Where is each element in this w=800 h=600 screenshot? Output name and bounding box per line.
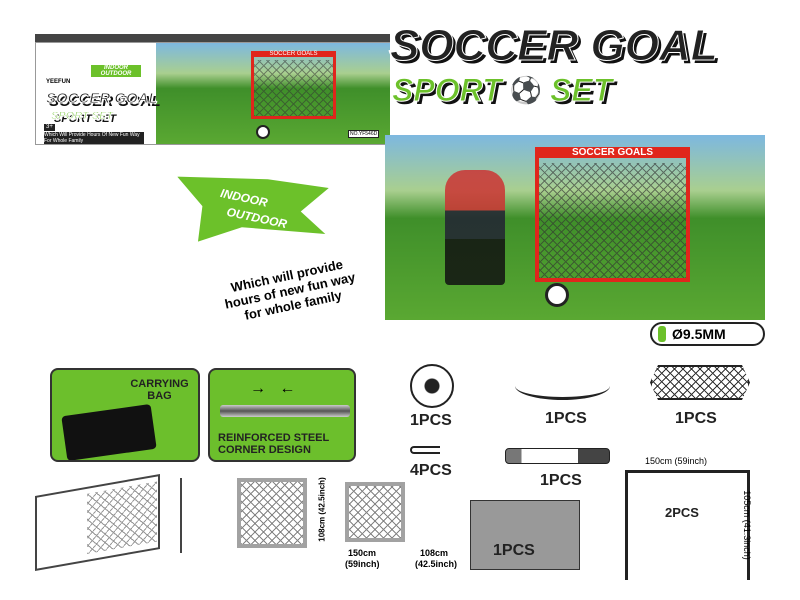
headline-subtitle-right: SET [550, 72, 613, 109]
bag-icon [61, 403, 157, 460]
ball-icon [545, 283, 569, 307]
product-box: SOCCER GOALS YEEFUN INDOOR OUTDOOR SOCCE… [35, 42, 390, 145]
headline-subtitle-left: SPORT [392, 72, 503, 109]
headline-subtitle-row: SPORT ⚽ SET [392, 72, 613, 109]
product-photo: SOCCER GOALS [385, 135, 765, 320]
feature-steel-corner: → ← REINFORCED STEEL CORNER DESIGN [208, 368, 356, 462]
assembly-step-1 [35, 473, 160, 572]
bungee-icon [515, 372, 610, 400]
box-ball-icon [256, 125, 270, 139]
pump-icon [505, 448, 610, 464]
assembly-step-3 [345, 482, 405, 542]
assembly-step-2 [180, 478, 315, 553]
feature-carrying-bag: CARRYING BAG [50, 368, 200, 462]
arrows-icon: → ← [250, 380, 296, 397]
stake-icon [410, 446, 440, 454]
kicker-icon: ⚽ [509, 75, 543, 105]
tube-icon [220, 405, 350, 417]
slogan: Which will provide hours of new fun way … [223, 256, 357, 323]
tube-spec-badge: Ø9.5MM [650, 322, 765, 346]
box-goal: SOCCER GOALS [251, 51, 336, 119]
photo-goal: SOCCER GOALS [535, 147, 690, 282]
net-icon [650, 365, 750, 400]
box-brand: YEEFUN [46, 79, 71, 85]
player [445, 170, 505, 285]
frame-icon [625, 470, 750, 580]
headline-title: SOCCER GOAL [390, 21, 719, 70]
bag-part-icon [470, 500, 580, 570]
ball-part-icon [410, 364, 454, 408]
